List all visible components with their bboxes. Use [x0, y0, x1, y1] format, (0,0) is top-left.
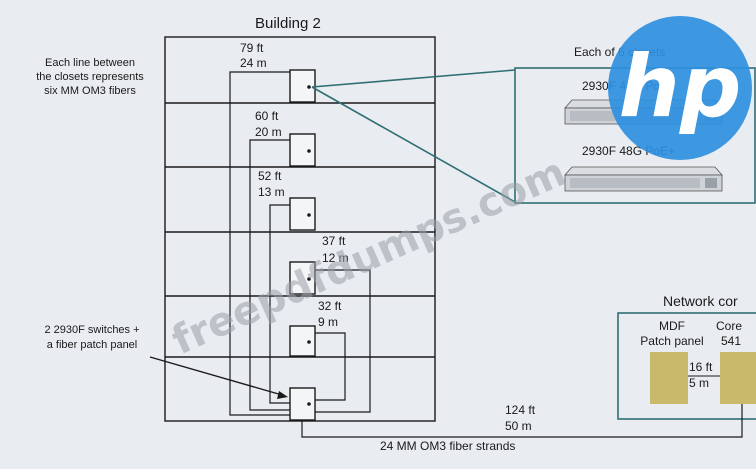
closet-2-m: 20 m [255, 125, 282, 139]
network-core-frame [617, 312, 756, 420]
fiber-note-line-3: six MM OM3 fibers [44, 85, 136, 97]
closet-1-m: 24 m [240, 56, 267, 70]
closet-5-m: 9 m [318, 315, 338, 329]
closet-1-ft: 79 ft [240, 41, 264, 55]
fiber-runs [229, 71, 371, 416]
closet-port [307, 340, 311, 344]
core-link-m: 5 m [689, 376, 709, 390]
link-ft: 124 ft [505, 403, 536, 417]
core-label: Core [716, 319, 742, 333]
hp-logo-circle [608, 16, 752, 160]
fiber-run-5 [315, 332, 346, 401]
fiber-note-line-2: the closets represents [36, 71, 144, 83]
switch-2-icon [564, 166, 723, 192]
patch-panel-label: Patch panel [640, 334, 703, 348]
closet-box-5 [289, 325, 316, 357]
closet-3-m: 13 m [258, 185, 285, 199]
building-core-link [301, 404, 743, 438]
fiber-run-1 [229, 71, 290, 416]
closet-port [307, 85, 311, 89]
link-strands: 24 MM OM3 fiber strands [380, 439, 515, 453]
closet-box-3 [289, 197, 316, 231]
switches-note-arrow [149, 356, 283, 396]
closet-box-1 [289, 69, 316, 103]
mdf-closet-box [289, 387, 316, 421]
building-2 [164, 36, 436, 422]
network-core-title: Network cor [663, 293, 738, 309]
closet-2-ft: 60 ft [255, 109, 279, 123]
building-title: Building 2 [255, 15, 321, 32]
closet-box-2 [289, 133, 316, 167]
hp-logo-text: hp [619, 37, 742, 137]
closet-port [307, 277, 311, 281]
link-m: 50 m [505, 419, 532, 433]
building-outline [164, 36, 436, 422]
core-switch-icon [720, 352, 756, 404]
closet-4-m: 12 m [322, 251, 349, 265]
callout-line-top [311, 69, 516, 88]
closet-box-4 [289, 261, 316, 295]
fiber-note-line-1: Each line between [45, 57, 135, 69]
closet-5-ft: 32 ft [318, 299, 342, 313]
fiber-run-2 [249, 139, 290, 411]
closet-4-ft: 37 ft [322, 234, 346, 248]
closet-port [307, 402, 311, 406]
core-link-ft: 16 ft [689, 360, 713, 374]
arrowhead-icon [277, 391, 288, 399]
closet-3-ft: 52 ft [258, 169, 282, 183]
closet-port [307, 213, 311, 217]
fiber-run-3 [269, 204, 290, 404]
mdf-patch-panel-icon [650, 352, 688, 404]
mdf-label: MDF [659, 319, 685, 333]
switches-note-line-2: a fiber patch panel [47, 339, 138, 351]
core-model-label: 541 [721, 334, 741, 348]
switches-note-line-1: 2 2930F switches + [44, 324, 139, 336]
callout-line-bottom [311, 86, 516, 203]
network-core: Network cor MDF Patch panel Core 541 16 … [617, 293, 756, 420]
closet-port [307, 149, 311, 153]
hp-logo: hp [608, 16, 752, 160]
fiber-run-4 [315, 269, 371, 413]
watermark: freepdfdumps.com [165, 149, 572, 364]
